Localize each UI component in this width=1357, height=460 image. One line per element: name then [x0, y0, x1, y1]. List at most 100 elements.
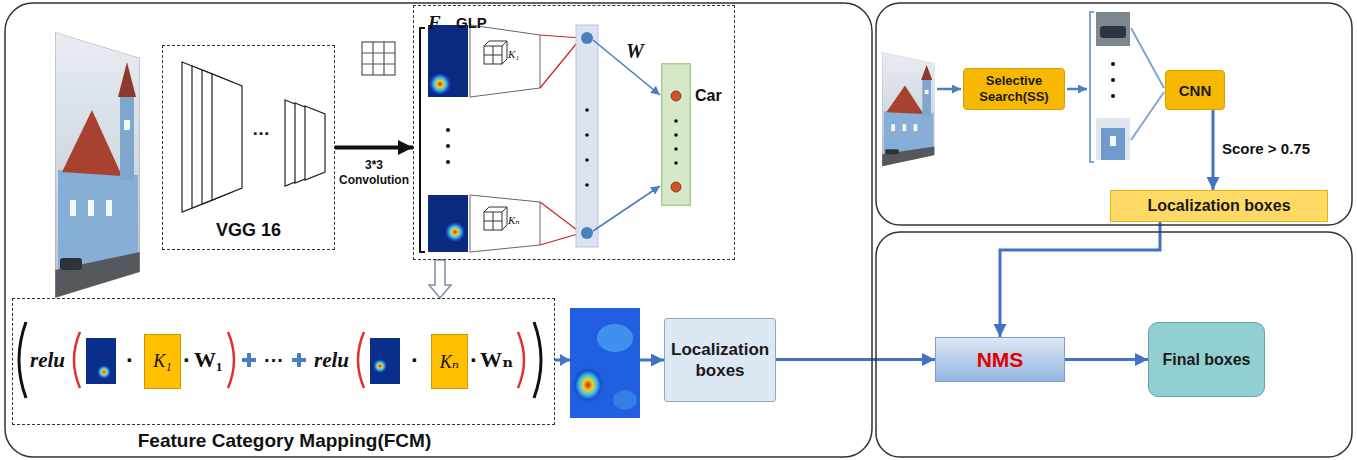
class-heatmap [560, 308, 640, 418]
class-heatmap [597, 324, 633, 352]
process-box: Selective Search(SS) [963, 68, 1065, 110]
pooling-line [540, 35, 581, 245]
class-score-column: Car [661, 63, 691, 206]
pooled-vector [585, 183, 589, 187]
feature-thumbnail [97, 365, 111, 379]
score-column-shape [661, 63, 691, 206]
region-crop [1131, 28, 1164, 140]
kernel-prism [470, 195, 540, 252]
pooled-vector [576, 25, 598, 247]
process-box: Localization boxes [1110, 190, 1328, 222]
box-label: Final boxes [1162, 351, 1250, 369]
kernel-box: K₁ [144, 334, 181, 389]
ellipsis-dot [674, 119, 678, 123]
glp-box: F GLP W Car [413, 5, 735, 260]
formula-term: relu [314, 350, 349, 371]
formula-bracket [19, 322, 26, 398]
region-crop [1110, 136, 1116, 146]
input-photo [55, 32, 140, 298]
pooled-vector [585, 108, 589, 112]
flow-arrow [1000, 222, 1160, 337]
formula-bracket [228, 332, 234, 388]
weight-arrow [593, 40, 660, 231]
box-label: Kₙ [440, 351, 459, 373]
kernel-label: Kₙ [508, 214, 520, 226]
formula-bracket [19, 322, 541, 398]
flow-arrow [1065, 358, 1148, 361]
conv-kernel-grid [362, 42, 395, 75]
panel-frame [876, 3, 1352, 225]
formula-operator: · [470, 348, 478, 372]
ellipsis-dot [674, 133, 678, 137]
weight-arrow [593, 40, 660, 95]
flow-arrow [1067, 88, 1087, 91]
backbone-box: VGG 16 [162, 45, 335, 250]
feature-thumbnail [370, 338, 400, 384]
region-crop [1090, 12, 1094, 162]
ellipsis: … [252, 120, 270, 138]
feature-thumbnail [86, 338, 116, 384]
flow-arrow [937, 88, 961, 91]
kernel-label: K₁ [508, 48, 519, 60]
region-crop [1101, 128, 1125, 160]
kernel-box: Kₙ [431, 334, 468, 389]
region-crop [1096, 12, 1130, 46]
hollow-arrow [429, 260, 451, 298]
conv-kernel-grid [362, 42, 395, 75]
formula-term: relu [30, 350, 65, 371]
vgg-layer [182, 62, 325, 212]
feature-map [446, 128, 450, 132]
edge-label: 3*3 Convolution [336, 158, 412, 188]
class-heatmap [560, 354, 570, 366]
score-neuron [671, 91, 681, 101]
box-heading: F [428, 12, 441, 34]
process-box: CNN [1165, 70, 1225, 110]
ellipsis-dot [674, 147, 678, 151]
nms-box: NMS [935, 337, 1065, 382]
ellipsis-dot [674, 161, 678, 165]
formula-term: W₁ [194, 349, 223, 371]
plus-symbol [242, 353, 256, 367]
feature-map [446, 160, 450, 164]
pooled-vector [576, 25, 598, 247]
class-heatmap [572, 367, 604, 403]
box-label: K₁ [153, 351, 171, 372]
score-neuron [671, 182, 681, 192]
formula-operator: · [411, 348, 419, 372]
box-heading: W [626, 40, 644, 63]
input-photo-thumbnail [882, 52, 935, 166]
region-crop [1090, 12, 1164, 162]
formula-ellipsis: ··· [264, 350, 284, 370]
formula-bracket [534, 322, 541, 398]
class-heatmap [613, 390, 637, 410]
kernel-prism [470, 25, 540, 97]
feature-map [428, 195, 468, 252]
score-column-shape [662, 64, 691, 206]
pooled-vector [585, 158, 589, 162]
feature-map [420, 25, 468, 252]
vgg-layer [212, 74, 242, 200]
box-heading: GLP [456, 14, 487, 31]
process-box: Final boxes [1148, 322, 1265, 397]
box-label: Localization boxes [1147, 197, 1290, 215]
flow-arrow [776, 358, 935, 361]
feature-map [420, 28, 425, 252]
region-crop [1111, 94, 1115, 98]
edge-label: Score > 0.75 [1222, 140, 1310, 158]
panel-frame [876, 232, 1352, 457]
vgg-layer [305, 106, 325, 180]
pooling-line [540, 35, 581, 245]
box-heading: Car [695, 87, 722, 105]
panel-frame [5, 3, 1352, 457]
kernel-prism [484, 41, 507, 64]
conv-kernel-grid [362, 42, 395, 75]
formula-term: Wₙ [480, 349, 513, 371]
formula-bracket [74, 332, 80, 388]
pooled-vector [581, 227, 593, 239]
formula-bracket [358, 332, 364, 388]
box-heading: Feature Category Mapping(FCM) [13, 430, 556, 452]
process-box: Localization boxes [664, 318, 776, 402]
panel-frame [5, 3, 872, 457]
